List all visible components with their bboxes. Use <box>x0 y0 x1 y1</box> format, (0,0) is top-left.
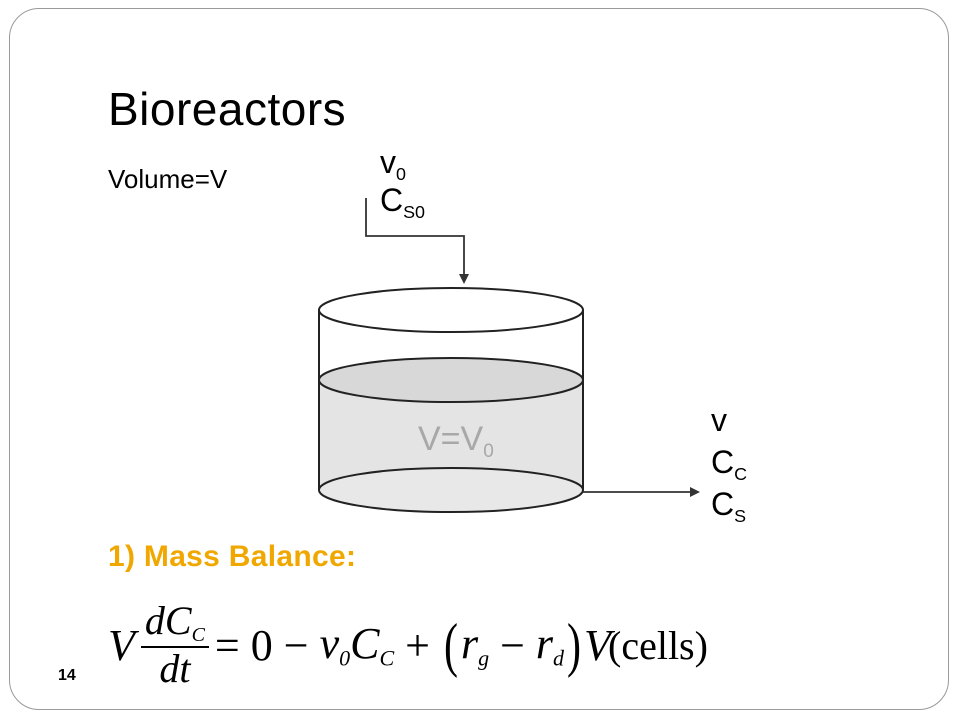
eq-open-paren: ( <box>443 611 458 678</box>
tank-top-rim <box>318 287 584 333</box>
slide-title: Bioreactors <box>108 83 347 135</box>
page-number: 14 <box>58 667 76 684</box>
eq-minus: − <box>489 620 536 670</box>
eq-note: (cells) <box>608 622 708 668</box>
volume-label: Volume=V <box>108 164 228 194</box>
eq-growth-rate: rg <box>460 619 490 671</box>
eq-note-wrapper: (cells) <box>608 608 708 682</box>
eq-flow: v0 <box>319 619 351 671</box>
eq-death-rate: rd <box>535 619 565 671</box>
outlet-cell-conc-label: CC <box>711 444 748 484</box>
tank-bottom <box>318 467 584 513</box>
inlet-conc-label: CS0 <box>380 182 426 222</box>
inlet-arrow <box>365 198 469 284</box>
section-heading: 1) Mass Balance: <box>108 540 357 573</box>
eq-rhs-start: = 0 − <box>214 620 320 670</box>
eq-conc: CC <box>350 619 395 671</box>
mass-balance-equation: V dCC dt = 0 − v0 CC + ( rg − rd ) V <box>108 600 611 690</box>
inlet-flow-label: v0 <box>380 144 406 184</box>
eq-close-paren: ) <box>567 611 582 678</box>
eq-derivative: dCC dt <box>140 600 209 690</box>
tank-volume-label: V=V0 <box>418 420 494 463</box>
outlet-substrate-conc-label: CS <box>711 486 747 526</box>
eq-tail-volume: V <box>584 620 611 670</box>
eq-plus: + <box>394 620 441 670</box>
liquid-surface <box>318 357 584 403</box>
eq-lhs-factor: V <box>108 620 135 670</box>
outlet-flow-label: v <box>711 402 727 438</box>
